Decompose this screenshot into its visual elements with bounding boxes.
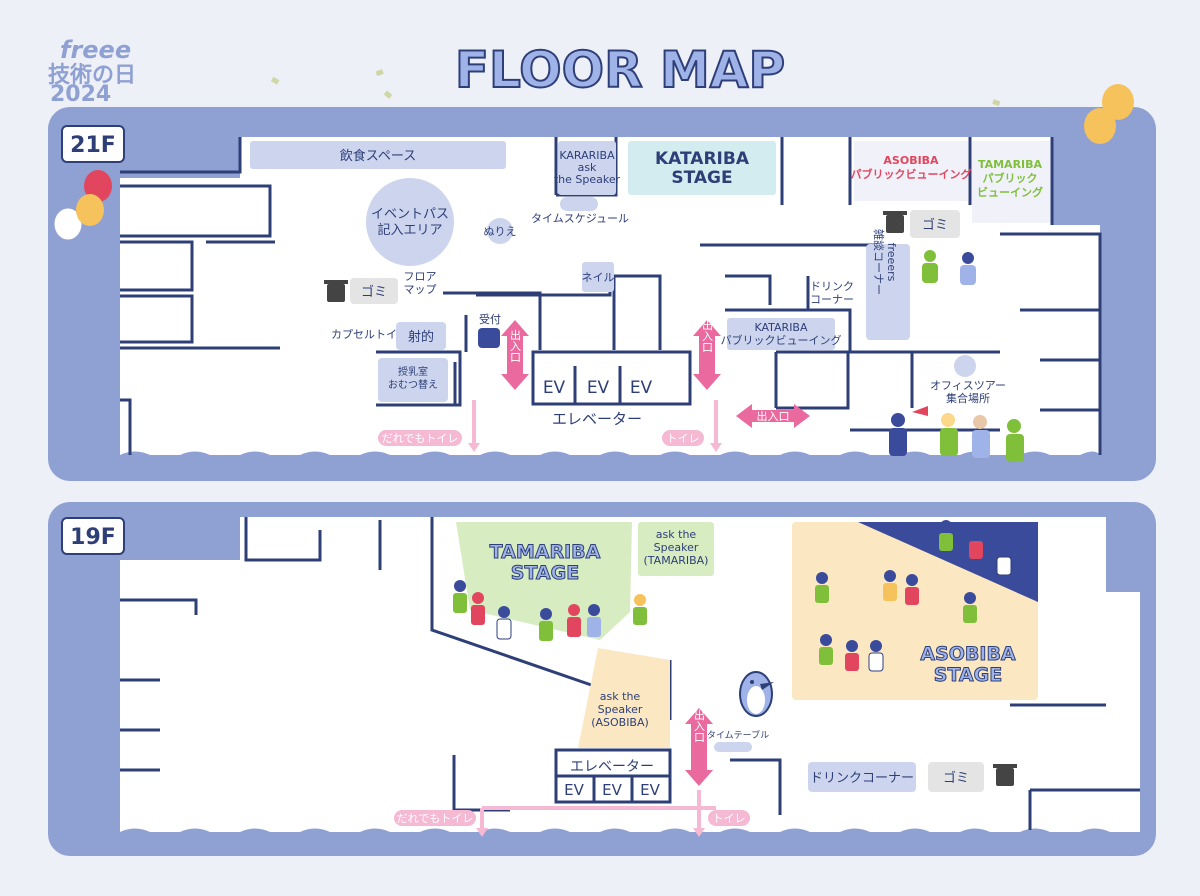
floor21-badge xyxy=(61,125,125,163)
elevator-ev-19f-3: EV xyxy=(640,781,660,799)
people-illustration xyxy=(889,250,1024,462)
nurie-circle xyxy=(487,218,513,244)
trash-area-19f xyxy=(928,762,984,792)
toilet-label: トイレ xyxy=(667,432,700,445)
floor19-badge-text: 19F xyxy=(70,525,116,550)
elevator-label-19f: エレベーター xyxy=(570,759,654,775)
logo-text-line2: 技術の日 xyxy=(48,62,136,88)
penguin-mascot-icon xyxy=(739,671,774,717)
floor-map-label: フロアマップ xyxy=(404,270,437,296)
people-illustration-19f xyxy=(453,520,1012,672)
elevator-ev-19f-1: EV xyxy=(564,781,584,799)
drink-corner-area-19f xyxy=(808,762,916,792)
toilet-label-19f: トイレ xyxy=(713,812,746,825)
timeschedule-pill xyxy=(560,197,598,211)
food-space-label: 飲食スペース xyxy=(340,148,416,164)
trash-can-icon xyxy=(993,764,1017,786)
elevator-ev-3: EV xyxy=(630,378,653,398)
exit-label-2: 出入口 xyxy=(701,318,714,352)
toilet-all-label: だれでもトイレ xyxy=(382,432,459,445)
event-pass-label: イベントパス記入エリア xyxy=(371,207,449,238)
page-title: FLOOR MAP xyxy=(455,41,785,99)
logo-text-line3: 2024 xyxy=(50,82,111,107)
floor21-badge-text: 21F xyxy=(70,133,116,158)
nursing-room-label: 授乳室おむつ替え xyxy=(388,365,438,391)
katariba-pv-area xyxy=(727,318,835,350)
toilet-all-pill-19f xyxy=(394,810,476,826)
exit-arrow-horizontal: 出入口 xyxy=(736,404,810,428)
toilet-arrow: トイレ xyxy=(662,400,722,452)
freeers-label: freeers雑談コーナー xyxy=(872,229,898,295)
logo-text-line1: freee xyxy=(60,36,131,64)
floor21-wave xyxy=(120,451,1100,465)
office-tour-label: オフィスツアー集合場所 xyxy=(930,379,1006,405)
time-table-pill xyxy=(714,742,752,752)
trash-label-1: ゴミ xyxy=(361,284,387,300)
elevator-label: エレベーター xyxy=(552,410,642,428)
shooting-gallery-label: 射的 xyxy=(408,329,434,345)
food-space-area xyxy=(250,141,506,169)
event-logo: freee 技術の日 2024 xyxy=(48,36,136,107)
shooting-gallery-area xyxy=(396,322,446,350)
trash-area-1 xyxy=(350,278,398,304)
exit-arrow-vertical-2: 出入口 xyxy=(693,318,721,390)
elevator-ev-1: EV xyxy=(543,378,566,398)
nursing-room-area xyxy=(378,358,448,402)
exit-label-1: 出入口 xyxy=(509,328,522,362)
office-tour-point xyxy=(954,355,976,377)
trash-label-19f: ゴミ xyxy=(943,770,969,786)
toilet-all-label-19f: だれでもトイレ xyxy=(397,812,474,825)
event-pass-area xyxy=(366,178,454,266)
floor19-wave xyxy=(120,828,1140,842)
floor19-badge xyxy=(61,517,125,555)
exit-arrow-vertical-19f: 出入口 xyxy=(685,708,713,786)
trash-area-2 xyxy=(910,210,960,238)
trash-can-icon xyxy=(324,280,348,302)
nail-area xyxy=(582,262,614,292)
ask-asobiba-area xyxy=(578,648,670,748)
reception-label: 受付 xyxy=(479,313,501,326)
reception-desk xyxy=(478,328,500,348)
capsule-toy-label: カプセルトイ xyxy=(331,328,397,341)
elevator-ev-19f-2: EV xyxy=(602,781,622,799)
trash-label-2: ゴミ xyxy=(922,217,948,233)
toilet-pill-19f xyxy=(708,810,750,826)
exit-label-19f: 出入口 xyxy=(693,708,706,742)
nurie-label: ぬりえ xyxy=(484,225,517,238)
kararaiba-ask-area xyxy=(558,141,616,195)
toilet-all-gender-arrow: だれでもトイレ xyxy=(378,400,480,452)
asobiba-pv-area xyxy=(854,141,968,201)
drink-corner-label-19f: ドリンクコーナー xyxy=(810,771,914,786)
katariba-stage-area xyxy=(628,141,776,195)
timeschedule-label: タイムスケジュール xyxy=(531,212,629,225)
exit-label-3: 出入口 xyxy=(757,409,790,423)
exit-arrow-vertical-1: 出入口 xyxy=(501,320,529,390)
toilet-arrows-19f: だれでもトイレ トイレ xyxy=(394,790,750,837)
elevator-ev-2: EV xyxy=(587,378,610,398)
asobiba-stage-platform xyxy=(858,522,1038,602)
time-table-label: タイムテーブル xyxy=(707,729,769,741)
freeers-area xyxy=(866,244,910,340)
nail-label: ネイル xyxy=(582,271,615,284)
trash-can-icon xyxy=(883,211,907,233)
tamariba-pv-area xyxy=(972,141,1050,223)
ask-tamariba-area xyxy=(638,522,714,576)
drink-corner-label: ドリンクコーナー xyxy=(810,280,854,306)
